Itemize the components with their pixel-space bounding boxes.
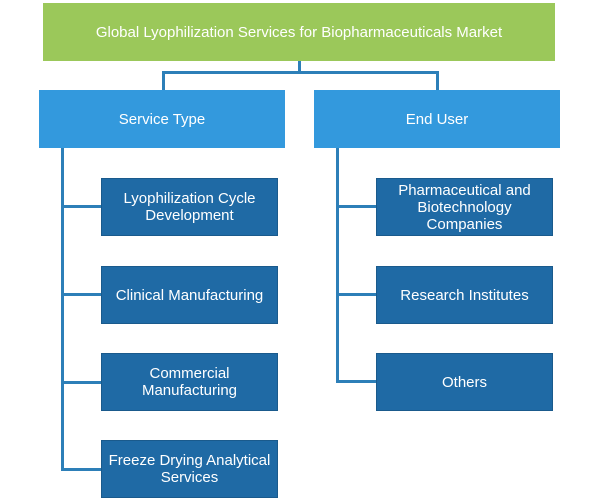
root-connector-vertical: [298, 61, 301, 73]
end-user-branch-3: [336, 380, 376, 383]
end-user-branch-2: [336, 293, 376, 296]
root-connector-horizontal: [162, 71, 439, 74]
service-branch-4: [61, 468, 101, 471]
service-item-freeze-drying-analytical-services: Freeze Drying Analytical Services: [101, 440, 278, 498]
category-service-type: Service Type: [39, 90, 285, 148]
connector-to-end-user: [436, 71, 439, 90]
category-end-user: End User: [314, 90, 560, 148]
service-item-commercial-manufacturing: Commercial Manufacturing: [101, 353, 278, 411]
end-user-item-others: Others: [376, 353, 553, 411]
connector-to-service-type: [162, 71, 165, 90]
service-item-lyophilization-cycle-development: Lyophilization Cycle Development: [101, 178, 278, 236]
end-user-branch-1: [336, 205, 376, 208]
end-user-trunk: [336, 148, 339, 383]
end-user-item-research-institutes: Research Institutes: [376, 266, 553, 324]
service-branch-1: [61, 205, 101, 208]
end-user-item-pharma-biotech: Pharmaceutical and Biotechnology Compani…: [376, 178, 553, 236]
service-type-trunk: [61, 148, 64, 471]
service-branch-2: [61, 293, 101, 296]
service-item-clinical-manufacturing: Clinical Manufacturing: [101, 266, 278, 324]
diagram-title: Global Lyophilization Services for Bioph…: [43, 3, 555, 61]
service-branch-3: [61, 381, 101, 384]
